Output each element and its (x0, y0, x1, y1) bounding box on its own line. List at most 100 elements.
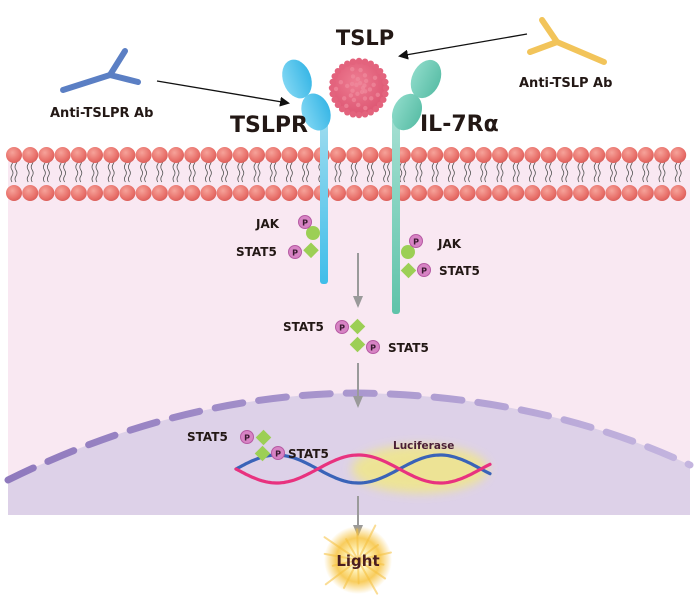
lipid-head-inner (38, 185, 55, 201)
lipid-head-inner (70, 185, 87, 201)
svg-text:P: P (339, 324, 345, 333)
lipid-head-outer (119, 147, 136, 163)
lipid-head-outer (297, 147, 314, 163)
lipid-head-inner (22, 185, 39, 201)
tslp-label: TSLP (336, 26, 394, 50)
lipid-head-inner (54, 185, 71, 201)
il7r-receptor (391, 59, 442, 131)
lipid-head-outer (216, 147, 233, 163)
lipid-head-inner (135, 185, 152, 201)
lipid-head-inner (6, 185, 22, 201)
luciferase-label: Luciferase (393, 440, 454, 452)
il7r-transmembrane-stalk (392, 118, 400, 314)
lipid-head-inner (605, 185, 622, 201)
lipid-head-outer (151, 147, 168, 163)
lipid-head-inner (151, 185, 168, 201)
lipid-head-outer (540, 147, 557, 163)
lipid-head-inner (427, 185, 444, 201)
lipid-head-outer (637, 147, 654, 163)
lipid-head-inner (346, 185, 363, 201)
lipid-head-outer (6, 147, 22, 163)
lipid-head-outer (103, 147, 120, 163)
lipid-head-outer (54, 147, 71, 163)
lipid-head-outer (492, 147, 508, 163)
lipid-head-outer (459, 147, 476, 163)
lipid-head-inner (492, 185, 508, 201)
svg-text:P: P (413, 238, 419, 247)
lipid-head-outer (168, 147, 184, 163)
lipid-head-outer (232, 147, 249, 163)
luciferase-gene-glow (352, 445, 488, 493)
tslp-ligand (328, 57, 390, 119)
light-label: Light (336, 552, 379, 570)
lipid-head-inner (297, 185, 314, 201)
lipid-head-inner (200, 185, 217, 201)
lipid-head-inner (524, 185, 541, 201)
lipid-head-outer (573, 147, 589, 163)
lipid-head-inner (87, 185, 103, 201)
lipid-head-inner (459, 185, 476, 201)
stat5-dimer-label-a: STAT5 (283, 320, 324, 334)
lipid-head-outer (362, 147, 379, 163)
lipid-head-inner (362, 185, 379, 201)
il7r-label: IL-7Rα (420, 112, 499, 137)
lipid-head-inner (556, 185, 573, 201)
anti-tslp-arrow (398, 33, 528, 60)
lipid-head-inner (411, 185, 427, 201)
lipid-head-outer (556, 147, 573, 163)
anti-tslpr-antibody-icon (60, 48, 141, 93)
lipid-head-inner (540, 185, 557, 201)
stat5-label-tslpr: STAT5 (236, 245, 277, 259)
lipid-head-outer (508, 147, 525, 163)
anti-tslpr-label: Anti-TSLPR Ab (50, 106, 153, 121)
jak-label-il7r: JAK (437, 237, 462, 251)
lipid-head-outer (184, 147, 201, 163)
lipid-head-outer (38, 147, 55, 163)
svg-text:P: P (421, 267, 427, 276)
lipid-head-outer (200, 147, 217, 163)
phospho-jak-tslpr: P (298, 215, 312, 229)
anti-tslpr-arrow (156, 80, 290, 107)
lipid-head-inner (621, 185, 638, 201)
lipid-head-inner (508, 185, 525, 201)
lipid-head-outer (135, 147, 152, 163)
phospho-stat5-il7r: P (417, 263, 431, 277)
lipid-head-inner (216, 185, 233, 201)
lipid-head-outer (411, 147, 427, 163)
lipid-head-outer (654, 147, 670, 163)
stat5-dimer-label-b: STAT5 (388, 341, 429, 355)
jak-tslpr (306, 226, 320, 240)
lipid-head-outer (621, 147, 638, 163)
lipid-head-inner (103, 185, 120, 201)
stat5-nuclear-label-b: STAT5 (288, 447, 329, 461)
lipid-head-inner (168, 185, 184, 201)
phospho-dimer-b: P (366, 340, 380, 354)
lipid-head-inner (670, 185, 687, 201)
lipid-head-outer (249, 147, 265, 163)
lipid-head-inner (184, 185, 201, 201)
nuclear-envelope (4, 389, 694, 484)
lipid-head-outer (265, 147, 282, 163)
lipid-head-outer (589, 147, 606, 163)
svg-text:P: P (302, 219, 308, 228)
jak-il7r (401, 245, 415, 259)
lipid-head-inner (249, 185, 265, 201)
tslpr-receptor (282, 59, 331, 131)
stat5-nuclear-label-a: STAT5 (187, 430, 228, 444)
stat5-label-il7r: STAT5 (439, 264, 480, 278)
lipid-head-outer (346, 147, 363, 163)
lipid-head-outer (330, 147, 346, 163)
anti-tslp-label: Anti-TSLP Ab (519, 76, 612, 91)
svg-text:P: P (244, 434, 250, 443)
lipid-head-outer (378, 147, 395, 163)
lipid-head-outer (605, 147, 622, 163)
phospho-jak-il7r: P (409, 234, 423, 248)
lipid-head-inner (119, 185, 136, 201)
light-burst-icon (323, 524, 392, 595)
lipid-head-inner (281, 185, 298, 201)
lipid-head-outer (475, 147, 492, 163)
svg-text:P: P (370, 344, 376, 353)
phospho-dimer-a: P (335, 320, 349, 334)
lipid-head-outer (443, 147, 460, 163)
